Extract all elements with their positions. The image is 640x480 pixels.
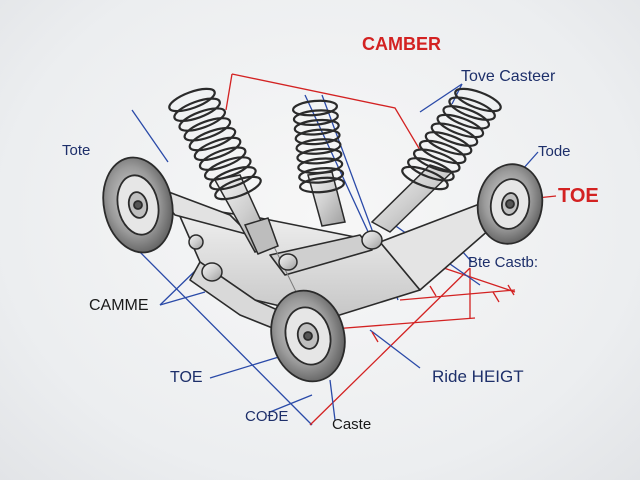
spring-coil — [436, 113, 485, 139]
spring-coil — [294, 128, 341, 146]
caste-leader — [329, 379, 336, 421]
red-diagonal-main — [309, 267, 471, 426]
shock-right — [370, 164, 454, 233]
spring-coil — [173, 97, 221, 123]
tode-right-label: Tode — [538, 143, 571, 160]
spring-coil — [448, 96, 496, 121]
spring-coil — [209, 165, 257, 191]
spring-coil — [203, 156, 252, 181]
spring-coil — [178, 107, 227, 132]
wheel-right-rear — [476, 163, 544, 245]
spring-coil — [298, 176, 346, 194]
spring-coil — [418, 139, 467, 165]
camber-bracket-line — [231, 73, 421, 151]
spring-coil — [454, 87, 502, 113]
shock-left — [213, 174, 279, 255]
spring-middle — [291, 99, 346, 194]
code-leader — [269, 394, 313, 413]
bte-castb-label: Bte Castb: — [468, 254, 539, 271]
ride-height-label: Ride HEIGT — [432, 367, 524, 386]
spring-coil — [296, 147, 343, 165]
wheel-front — [270, 289, 346, 383]
shock-absorbers — [213, 164, 454, 255]
spring-right — [401, 87, 502, 191]
camme-label: CAMME — [89, 297, 149, 314]
toe-right-label: TOE — [558, 185, 599, 207]
spring-coil — [412, 148, 461, 173]
spring-coil — [188, 126, 237, 152]
tove-casteer-leader — [419, 83, 463, 113]
spring-coil — [292, 109, 339, 126]
wheels — [102, 156, 544, 383]
spring-coil — [430, 122, 479, 147]
spring-coil — [214, 175, 262, 201]
camber-label: CAMBER — [362, 34, 441, 54]
spring-coil — [168, 87, 216, 113]
bushings — [188, 230, 383, 282]
camme-leader-a — [159, 269, 197, 306]
spring-coil — [198, 146, 247, 171]
tove-casteer-label: Tove Casteer — [461, 68, 556, 85]
spring-coil — [291, 99, 339, 117]
wheel-left-rear — [102, 156, 174, 254]
tove-casteer-leader-2 — [451, 83, 463, 105]
bushing-rear — [188, 234, 204, 250]
bushing-front — [201, 262, 223, 282]
ride-height-leader — [369, 329, 421, 369]
spring-coil — [442, 105, 491, 130]
camme-leader-b — [159, 291, 206, 306]
long-blue-diagonal — [119, 231, 313, 426]
caste-label: Caste — [332, 416, 372, 433]
toe-bottom-label: TOE — [170, 369, 203, 386]
springs — [168, 87, 502, 201]
tote-left-label: Tote — [62, 142, 91, 159]
tote-left-leader — [131, 109, 169, 163]
dimension-ticks — [371, 284, 515, 343]
dim-line — [399, 289, 516, 301]
bushing-center — [278, 253, 298, 271]
spring-coil — [424, 131, 473, 156]
spring-coil — [297, 157, 344, 175]
spring-coil — [183, 117, 232, 142]
spring-coil — [401, 165, 449, 191]
spring-coil — [298, 167, 345, 184]
spring-coil — [295, 138, 342, 155]
camber-vertical-line — [225, 73, 233, 111]
toe-bottom-leader — [209, 355, 283, 379]
spring-coil — [293, 118, 340, 136]
spring-coil — [193, 136, 242, 162]
bushing-right — [361, 230, 383, 250]
red-bottom-arm — [319, 317, 476, 331]
spring-left — [168, 87, 262, 201]
code-label: COĐE — [245, 408, 289, 425]
spring-coil — [407, 157, 455, 182]
